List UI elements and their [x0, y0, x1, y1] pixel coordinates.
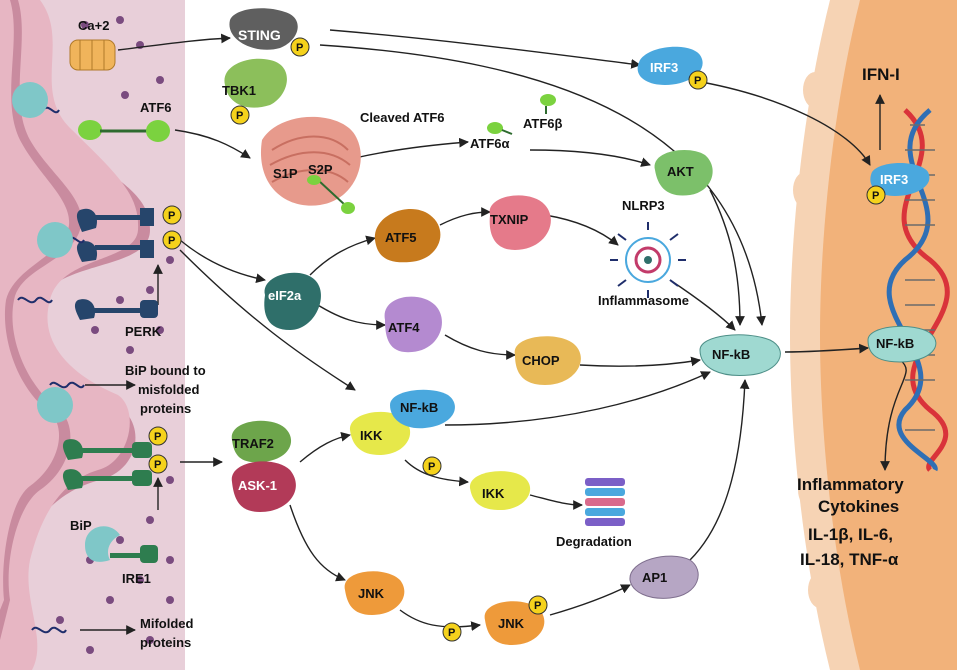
- proteasome-icon: [585, 478, 625, 526]
- nfkb-protein: NF-kB: [699, 334, 781, 377]
- inflammasome-label: Inflammasome: [598, 293, 689, 308]
- irf3-cytosol: IRF3 P: [637, 46, 708, 90]
- cleaved-atf6-label: Cleaved ATF6: [360, 110, 445, 125]
- phospho-icon: [230, 105, 250, 125]
- svg-text:P: P: [428, 461, 435, 473]
- phospho-icon: [290, 37, 310, 57]
- phospho-icon: [688, 70, 708, 90]
- perk-monomer: PERK: [74, 299, 162, 339]
- svg-text:P: P: [534, 600, 541, 612]
- calcium-channel: Ca+2: [69, 18, 116, 71]
- ire1-dimer: P P: [62, 426, 168, 490]
- phospho-icon: [148, 454, 168, 474]
- ikk-label: IKK: [360, 428, 383, 443]
- phospho-icon: [866, 185, 886, 205]
- perk-dimer: P P: [76, 205, 182, 262]
- jnk2-label: JNK: [498, 616, 525, 631]
- atf6a-label: ATF6α: [470, 136, 510, 151]
- nfkb-nucleus: NF-kB: [867, 325, 937, 363]
- atf4-protein: ATF4: [384, 296, 442, 353]
- atf4-label: ATF4: [388, 320, 420, 335]
- akt-protein: AKT: [654, 150, 713, 196]
- cytokines-label-3: IL-1β, IL-6,: [808, 525, 893, 544]
- svg-text:P: P: [296, 42, 303, 54]
- degradation-label: Degradation: [556, 534, 632, 549]
- ap1-protein: AP1: [629, 555, 699, 599]
- bip-bound-label-1: BiP bound to: [125, 363, 206, 378]
- golgi-apparatus: S1P S2P: [260, 116, 361, 214]
- atf5-protein: ATF5: [374, 209, 441, 263]
- txnip-protein: TXNIP: [489, 195, 551, 250]
- svg-text:P: P: [236, 110, 243, 122]
- cytokines-label-1: Inflammatory: [797, 475, 904, 494]
- irf3-nucleus: IRF3 P: [866, 163, 930, 205]
- irf3-nuc-label: IRF3: [880, 172, 908, 187]
- jnk-phospho-protein: JNK P: [484, 595, 548, 645]
- nfkb-ikk-label: NF-kB: [400, 400, 438, 415]
- phospho-icon: [162, 205, 182, 225]
- ca-label: Ca+2: [78, 18, 109, 33]
- bip-chaperone-icons: [12, 82, 120, 562]
- traf2-label: TRAF2: [232, 436, 274, 451]
- irf3-label: IRF3: [650, 60, 678, 75]
- ikk-nfkb-complex: IKK NF-kB: [349, 389, 455, 455]
- ifn-label: IFN-I: [862, 65, 900, 84]
- nfkb-label: NF-kB: [712, 347, 750, 362]
- perk-label: PERK: [125, 324, 162, 339]
- akt-label: AKT: [667, 164, 694, 179]
- pathway-arrows: [80, 29, 907, 635]
- misfolded-label-2: proteins: [140, 635, 191, 650]
- traf2-ask1-complex: TRAF2 ASK-1: [231, 420, 296, 512]
- svg-text:P: P: [448, 627, 455, 639]
- ikk-protein: IKK: [469, 471, 531, 510]
- phospho-icon: [442, 622, 462, 642]
- sting-label: STING: [238, 27, 281, 43]
- s2p-label: S2P: [308, 162, 333, 177]
- bip-bound-label-2: misfolded: [138, 382, 199, 397]
- bip-bound-label-3: proteins: [140, 401, 191, 416]
- nlrp3-inflammasome: NLRP3 Inflammasome: [598, 198, 689, 308]
- svg-text:P: P: [694, 75, 701, 87]
- atf6b-label: ATF6β: [523, 116, 563, 131]
- s1p-label: S1P: [273, 166, 298, 181]
- ask1-label: ASK-1: [238, 478, 277, 493]
- atf5-label: ATF5: [385, 230, 417, 245]
- phospho-icon: [162, 230, 182, 250]
- txnip-label: TXNIP: [490, 212, 529, 227]
- tbk1-label: TBK1: [222, 83, 256, 98]
- atf6-receptor: ATF6: [78, 100, 172, 142]
- atf6-label: ATF6: [140, 100, 172, 115]
- bip-label: BiP: [70, 518, 92, 533]
- svg-text:P: P: [154, 459, 161, 471]
- nfkb-nuc-label: NF-kB: [876, 336, 914, 351]
- chop-protein: CHOP: [514, 336, 581, 385]
- cytokines-label-4: IL-18, TNF-α: [800, 550, 899, 569]
- misfolded-label-1: Mifolded: [140, 616, 193, 631]
- phospho-icon: [148, 426, 168, 446]
- ire1-monomer: [110, 545, 158, 563]
- svg-text:P: P: [168, 210, 175, 222]
- phospho-icon: [528, 595, 548, 615]
- svg-text:P: P: [154, 431, 161, 443]
- jnk1-label: JNK: [358, 586, 385, 601]
- eif2a-protein: eIF2a: [264, 272, 321, 330]
- ire1-label: IRE1: [122, 571, 151, 586]
- cytokine-output: Inflammatory Cytokines IL-1β, IL-6, IL-1…: [797, 475, 904, 569]
- jnk-protein: JNK: [344, 571, 405, 615]
- svg-text:P: P: [168, 235, 175, 247]
- ap1-label: AP1: [642, 570, 667, 585]
- chop-label: CHOP: [522, 353, 560, 368]
- eif2a-label: eIF2a: [268, 288, 302, 303]
- atf6-fragments: [487, 94, 556, 135]
- sting-complex: STING P TBK1 P: [222, 8, 310, 125]
- cytokines-label-2: Cytokines: [818, 497, 899, 516]
- endoplasmic-reticulum: [0, 0, 185, 670]
- nlrp3-label: NLRP3: [622, 198, 665, 213]
- svg-text:P: P: [872, 190, 879, 202]
- ikk2-label: IKK: [482, 486, 505, 501]
- phospho-icon: [422, 456, 442, 476]
